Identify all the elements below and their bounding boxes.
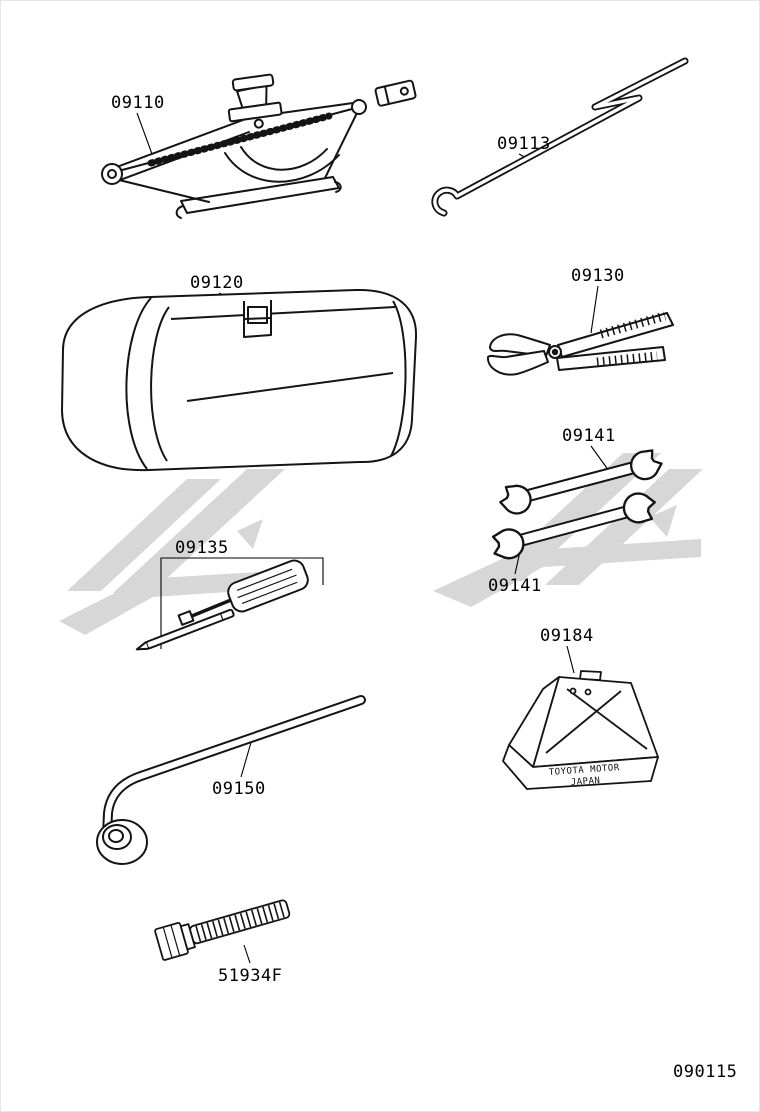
part-label-51934F: 51934F — [218, 966, 283, 986]
wheel-chock-drawing: TOYOTA MOTOR JAPAN — [502, 670, 659, 790]
pantograph-jack-drawing — [101, 73, 417, 219]
page-code: 090115 — [673, 1062, 738, 1082]
part-label-09110: 09110 — [111, 93, 165, 113]
chock-print-line2: JAPAN — [571, 776, 601, 788]
part-label-09150: 09150 — [212, 779, 266, 799]
screwdriver-drawing — [135, 559, 309, 651]
hub-nut-wrench-drawing — [96, 695, 366, 865]
part-label-09120: 09120 — [190, 273, 244, 293]
part-label-09184: 09184 — [540, 626, 594, 646]
part-label-09113: 09113 — [497, 134, 551, 154]
open-end-wrench-lower-drawing — [491, 490, 657, 561]
part-label-09141-lower: 09141 — [488, 576, 542, 596]
open-end-wrench-upper-drawing — [497, 444, 666, 519]
part-label-09135: 09135 — [175, 538, 229, 558]
leader-lines — [136, 112, 610, 964]
part-label-09130: 09130 — [571, 266, 625, 286]
bolt-drawing — [154, 899, 291, 961]
part-label-09141-upper: 09141 — [562, 426, 616, 446]
tool-bag-drawing — [61, 288, 418, 472]
pliers-drawing — [486, 311, 674, 376]
chock-print-line1: TOYOTA MOTOR — [549, 763, 621, 778]
jack-handle-rod-drawing — [431, 57, 689, 217]
